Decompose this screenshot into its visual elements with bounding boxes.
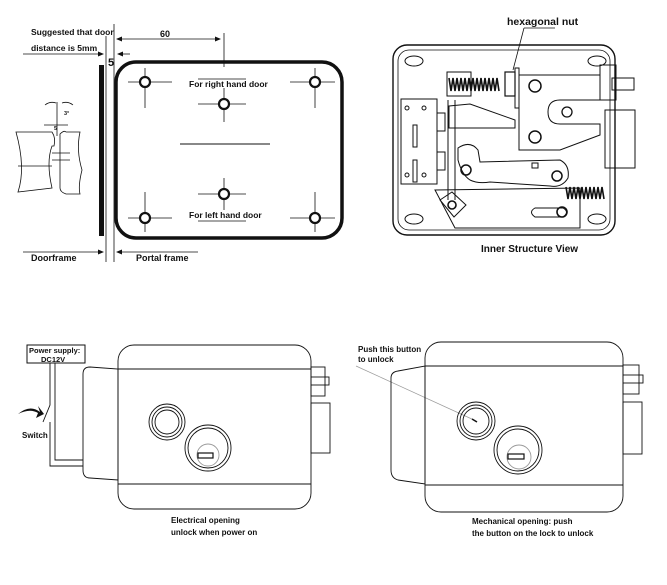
left-hand-door-label: For left hand door <box>189 210 262 220</box>
template-outline <box>114 60 344 240</box>
small-gap-5-label: 5 <box>54 126 57 132</box>
mounting-hole-crosshairs <box>128 68 335 232</box>
key-cylinder <box>184 424 232 472</box>
portal-frame-label: Portal frame <box>136 253 189 263</box>
strike-plate <box>400 98 438 185</box>
mechanical-caption-line2: the button on the lock to unlock <box>472 529 594 538</box>
right-hand-door-label: For right hand door <box>189 79 269 89</box>
mounting-template-panel: Suggested that door distance is 5mm 5 60 <box>15 24 344 263</box>
inner-structure-panel: hexagonal nut <box>392 16 636 255</box>
inner-structure-caption: Inner Structure View <box>481 244 578 255</box>
mounting-hole <box>138 211 152 225</box>
corner-slot <box>587 213 607 225</box>
lock-housing-outline <box>392 44 616 236</box>
door-edge-bar <box>99 65 104 236</box>
switch-arrow-icon <box>18 406 44 418</box>
unlock-button[interactable] <box>456 401 496 441</box>
switch-wire <box>42 363 51 423</box>
door-cross-section-sketch: 3° 5 <box>15 101 83 195</box>
corner-slot <box>587 55 607 67</box>
mounting-hole <box>308 211 322 225</box>
power-voltage-label: DC12V <box>41 355 65 364</box>
upper-spring <box>448 77 500 92</box>
arrow-head-icon <box>215 36 221 42</box>
electrical-caption-line1: Electrical opening <box>171 516 240 525</box>
hexagonal-nut <box>504 71 516 97</box>
mechanical-caption-line1: Mechanical opening: push <box>472 517 573 526</box>
power-supply-box <box>26 344 86 364</box>
latch-bolt <box>518 74 601 151</box>
arrow-head-icon <box>98 51 104 57</box>
mounting-hole <box>308 75 322 89</box>
keyhole-icon <box>507 453 525 460</box>
latch-tongue <box>622 401 643 455</box>
doorframe-label: Doorframe <box>31 253 77 263</box>
arrow-head-icon <box>116 249 122 255</box>
door-distance-note-line1: Suggested that door <box>31 27 114 37</box>
switch-label: Switch <box>22 431 48 440</box>
gap-label: 5 <box>108 57 114 69</box>
power-supply-label: Power supply: <box>29 346 80 355</box>
hexagonal-nut-callout: hexagonal nut <box>507 16 579 28</box>
angle-3-degree-label: 3° <box>64 111 69 117</box>
key-cylinder <box>493 425 543 475</box>
door-distance-note-line2: distance is 5mm <box>31 43 98 53</box>
corner-slot <box>404 213 424 225</box>
latch-tongue <box>310 402 331 454</box>
electrical-caption-line2: unlock when power on <box>171 528 257 537</box>
corner-slot <box>404 55 424 67</box>
push-button-callout-line2: to unlock <box>358 355 394 364</box>
lower-spring <box>565 186 605 200</box>
lock-faceplate <box>82 366 119 481</box>
hexagonal-nut-leader-line <box>512 27 525 71</box>
push-button-leader-line <box>355 365 475 421</box>
mounting-hole <box>217 187 231 201</box>
lock-faceplate <box>390 365 426 485</box>
dimension-60-label: 60 <box>160 29 170 39</box>
mechanical-opening-panel: Push this button to unlock Mechanical op… <box>355 341 644 538</box>
mounting-hole <box>138 75 152 89</box>
arrow-head-icon <box>116 36 122 42</box>
keyhole-icon <box>197 452 214 459</box>
power-wire <box>54 363 83 461</box>
push-button-callout-line1: Push this button <box>358 345 421 354</box>
unlock-button <box>148 403 186 441</box>
arrow-head-icon <box>98 249 104 255</box>
electrical-opening-panel: Power supply: DC12V Switch Electrical op… <box>18 344 331 537</box>
mounting-holes <box>138 75 322 225</box>
latch-tongue <box>604 109 636 169</box>
mounting-hole <box>217 97 231 111</box>
